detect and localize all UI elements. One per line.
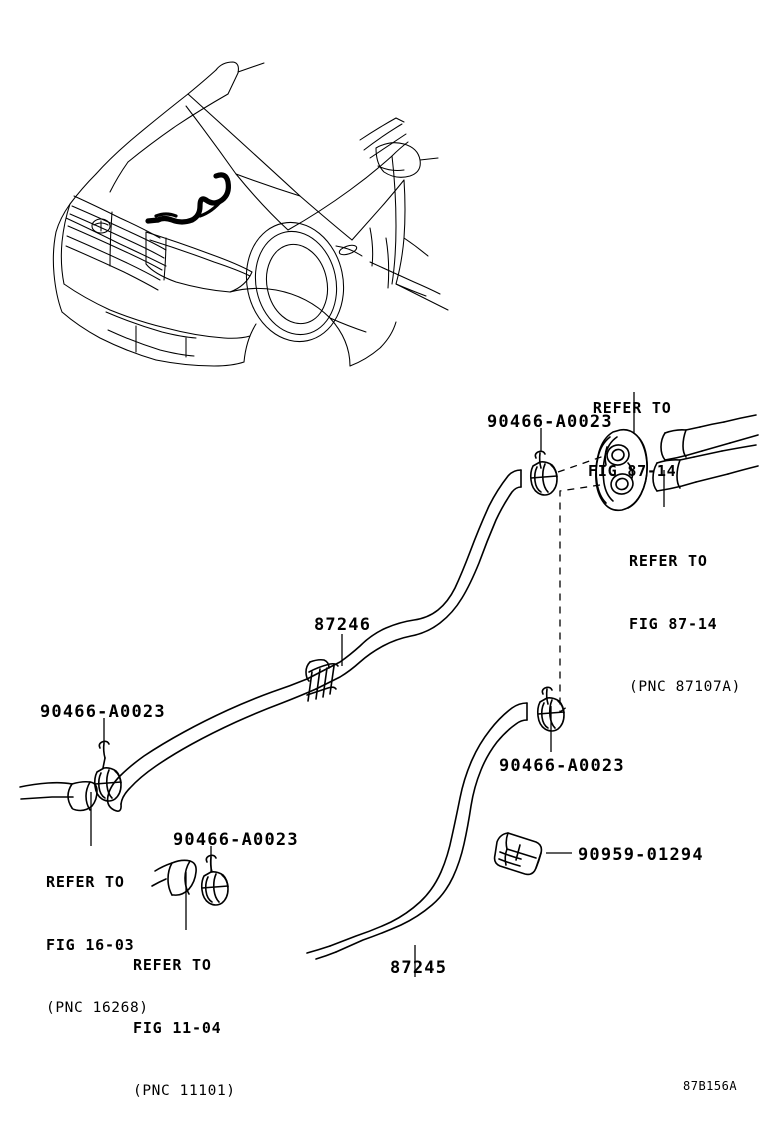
hose-87246-left-section [106, 678, 317, 812]
grommet-87107a [595, 428, 648, 512]
callout-refer-87-14-top: REFER TO FIG 87-14 [588, 356, 676, 524]
pipe-stub-upper-87107a [660, 414, 759, 461]
hose-87245-outline [306, 702, 528, 960]
clamp-left-90466 [93, 740, 122, 802]
figure-code: 87B156A [683, 1079, 738, 1093]
clip-90959-01294 [493, 832, 543, 876]
refer-line-2: FIG 87-14 [629, 615, 718, 633]
refer-line-2: FIG 87-14 [588, 462, 677, 480]
callout-refer-87-14-bottom: REFER TO FIG 87-14 (PNC 87107A) [629, 509, 741, 740]
callout-hose-87246: 87246 [314, 615, 372, 635]
pipe-stub-lower-87107a [652, 444, 759, 492]
refer-line-1: REFER TO [133, 956, 212, 974]
assembly-dashed-lines [557, 455, 605, 713]
callout-clamp-left: 90466-A0023 [40, 702, 166, 722]
refer-pnc: (PNC 11101) [133, 1083, 236, 1099]
callout-hose-87245: 87245 [390, 958, 448, 978]
callout-clamp-top: 90466-A0023 [487, 412, 613, 432]
refer-line-2: FIG 16-03 [46, 936, 135, 954]
vehicle-illustration [52, 61, 449, 367]
callout-clip-90959: 90959-01294 [578, 845, 704, 865]
refer-line-1: REFER TO [629, 552, 708, 570]
callout-refer-16-03: REFER TO FIG 16-03 (PNC 16268) [46, 830, 149, 1061]
refer-line-1: REFER TO [46, 873, 125, 891]
clamp-lowerleft-90466 [200, 854, 229, 906]
refer-line-1: REFER TO [592, 399, 672, 417]
hose-87246-outline [306, 469, 522, 690]
hose-routing-highlight [145, 172, 231, 225]
callout-clamp-lower-left: 90466-A0023 [173, 830, 299, 850]
leader-lines [90, 392, 665, 977]
callout-clamp-mid-right: 90466-A0023 [499, 756, 625, 776]
clamp-on-hose-87246 [305, 658, 339, 702]
refer-pnc: (PNC 87107A) [629, 679, 741, 695]
pipe-stub-16268 [19, 780, 98, 812]
pipe-stub-11101 [151, 859, 197, 896]
callout-refer-11-04: REFER TO FIG 11-04 (PNC 11101) [133, 913, 236, 1144]
parts-assembly-illustration [19, 392, 759, 977]
clamp-top-90466 [529, 450, 558, 496]
parts-diagram: REFER TO FIG 87-14 90466-A0023 REFER TO … [19, 61, 759, 1099]
refer-pnc: (PNC 16268) [46, 1000, 149, 1016]
refer-line-2: FIG 11-04 [133, 1019, 222, 1037]
